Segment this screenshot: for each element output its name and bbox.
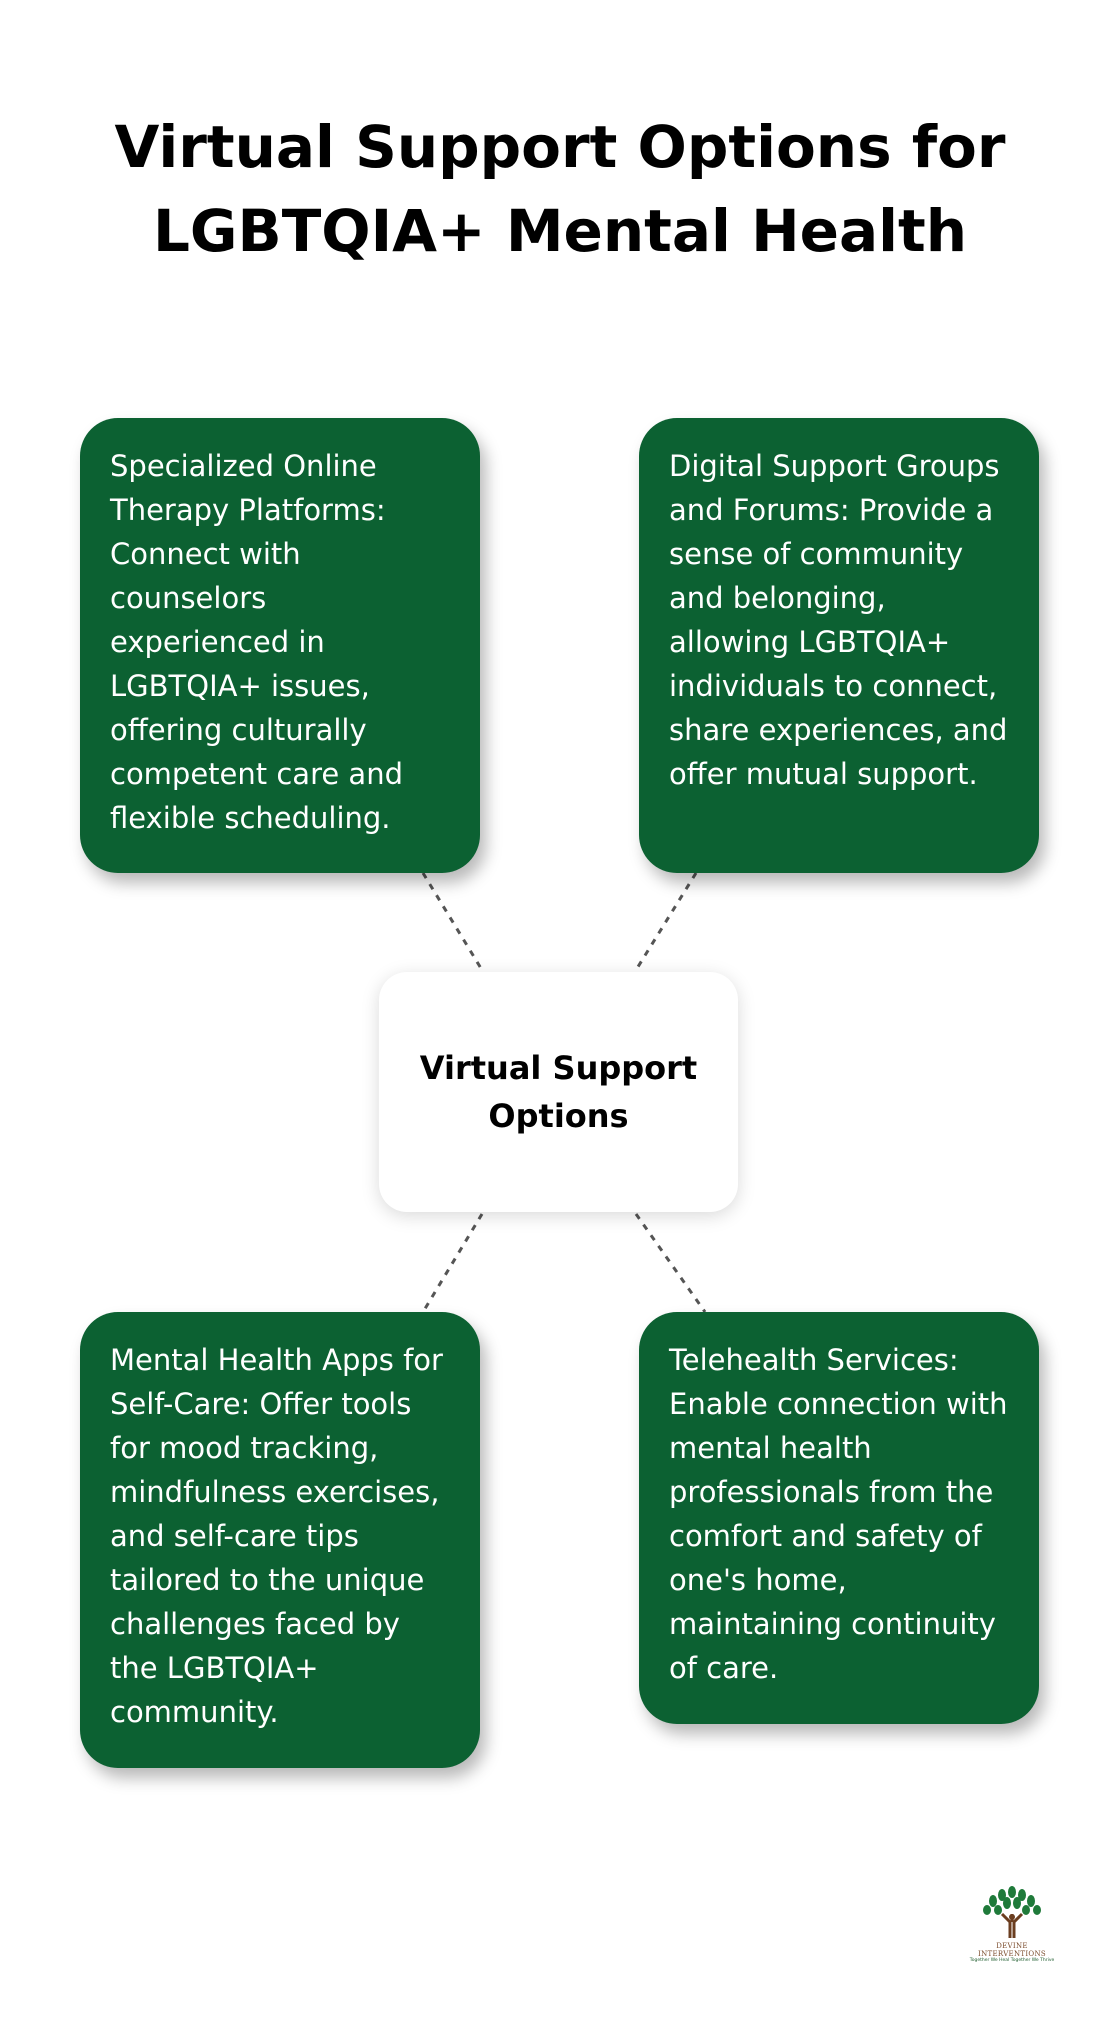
center-node: Virtual Support Options xyxy=(379,972,738,1212)
logo-name: DEVINE INTERVENTIONS xyxy=(978,1942,1046,1958)
node-mental-health-apps: Mental Health Apps for Self-Care: Offer … xyxy=(80,1312,480,1768)
connector-top-left xyxy=(421,872,484,971)
connector-top-right xyxy=(634,872,698,971)
node-online-therapy: Specialized Online Therapy Platforms: Co… xyxy=(80,418,480,873)
connector-bottom-left xyxy=(421,1213,484,1313)
page-title: Virtual Support Options for LGBTQIA+ Men… xyxy=(114,113,1006,265)
logo-tagline: Together We Heal Together We Thrive xyxy=(969,1958,1055,1963)
tree-logo-icon xyxy=(983,1886,1041,1938)
center-label: Virtual Support Options xyxy=(419,1049,698,1135)
connector-bottom-right xyxy=(634,1213,707,1313)
node-telehealth: Telehealth Services: Enable connection w… xyxy=(639,1312,1039,1724)
node-support-groups: Digital Support Groups and Forums: Provi… xyxy=(639,418,1039,873)
logo: DEVINE INTERVENTIONS Together We Heal To… xyxy=(962,1886,1062,1963)
